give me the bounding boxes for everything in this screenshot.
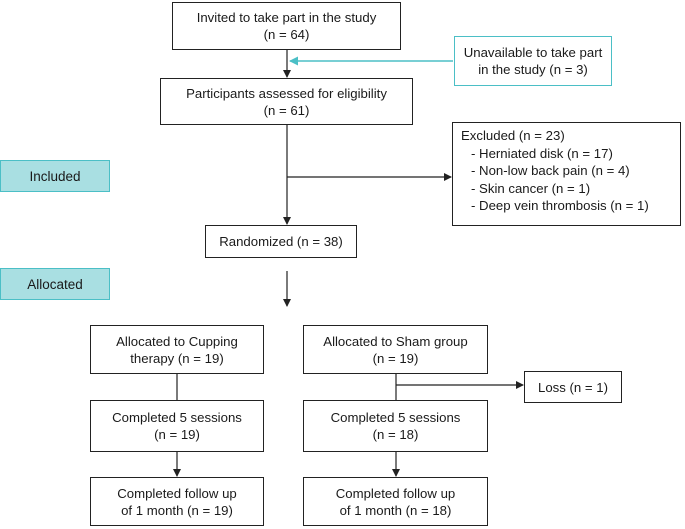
randomized-box: Randomized (n = 38): [205, 225, 357, 258]
unavailable-line-2: in the study (n = 3): [478, 62, 588, 77]
sham-completed-box: Completed 5 sessions (n = 18): [303, 400, 488, 452]
sham-completed-line-1: Completed 5 sessions: [330, 410, 461, 425]
sham-followup-box: Completed follow up of 1 month (n = 18): [303, 477, 488, 526]
cupping-followup-box: Completed follow up of 1 month (n = 19): [90, 477, 264, 526]
assessed-box: Participants assessed for eligibility (n…: [160, 78, 413, 125]
loss-line-1: Loss (n = 1): [537, 379, 608, 395]
sham-followup-line-2: of 1 month (n = 18): [339, 502, 452, 518]
excluded-item: - Skin cancer (n = 1): [471, 180, 591, 196]
assessed-line-1: Participants assessed for eligibility: [186, 85, 387, 101]
invited-line-2: (n = 64): [263, 27, 310, 42]
cupping-completed-line-2: (n = 19): [154, 427, 200, 442]
excluded-item: - Non-low back pain (n = 4): [471, 163, 630, 178]
excluded-item: - Deep vein thrombosis (n = 1): [471, 198, 649, 213]
cupping-allocated-line-2: therapy (n = 19): [130, 350, 224, 366]
cupping-allocated-box: Allocated to Cupping therapy (n = 19): [90, 325, 264, 374]
excluded-title: Excluded (n = 23): [461, 128, 565, 143]
unavailable-box: Unavailable to take part in the study (n…: [454, 36, 612, 86]
sham-allocated-box: Allocated to Sham group (n = 19): [303, 325, 488, 374]
sham-followup-line-1: Completed follow up: [335, 485, 456, 501]
cupping-completed-line-1: Completed 5 sessions: [112, 410, 242, 425]
assessed-line-2: (n = 61): [263, 102, 310, 118]
stage-label-included: Included: [0, 160, 110, 192]
randomized-line-1: Randomized (n = 38): [219, 234, 343, 249]
cupping-completed-box: Completed 5 sessions (n = 19): [90, 400, 264, 452]
invited-line-1: Invited to take part in the study: [196, 10, 377, 25]
cupping-followup-line-1: Completed follow up: [117, 485, 237, 501]
excluded-box: Excluded (n = 23) - Herniated disk (n = …: [452, 122, 681, 226]
stage-label-allocated: Allocated: [0, 268, 110, 300]
sham-allocated-line-1: Allocated to Sham group: [323, 333, 468, 349]
invited-box: Invited to take part in the study (n = 6…: [172, 2, 401, 50]
sham-allocated-line-2: (n = 19): [372, 350, 419, 366]
sham-completed-line-2: (n = 18): [372, 427, 419, 442]
cupping-followup-line-2: of 1 month (n = 19): [121, 502, 233, 518]
excluded-item: - Herniated disk (n = 17): [471, 145, 613, 161]
cupping-allocated-line-1: Allocated to Cupping: [116, 333, 238, 349]
loss-box: Loss (n = 1): [524, 371, 622, 403]
unavailable-line-1: Unavailable to take part: [463, 45, 603, 60]
